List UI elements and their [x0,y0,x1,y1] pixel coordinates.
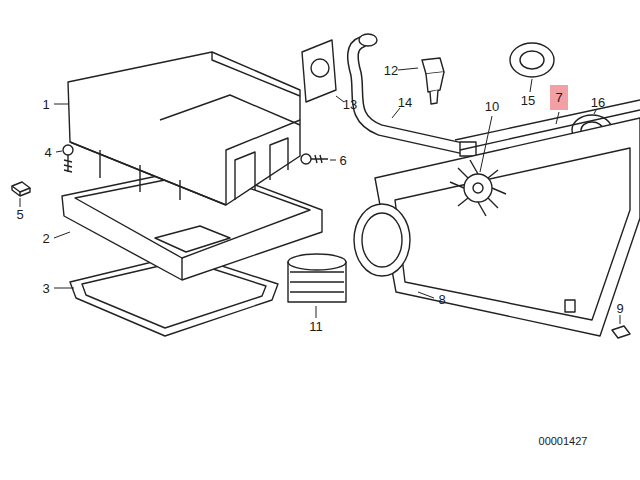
callout-number: 3 [42,282,49,295]
callout-number: 7 [550,91,568,104]
callout-number: 4 [44,146,51,159]
callout-number: 11 [309,320,323,333]
callout-number: 2 [42,232,49,245]
highlight-box: 7 [550,85,568,110]
drawing-number: 00001427 [539,436,588,447]
callout-number: 10 [485,100,499,113]
callout-number: 14 [398,96,412,109]
callout-number: 16 [591,96,605,109]
callout-number: 1 [42,98,49,111]
callout-number: 13 [343,98,357,111]
callout-number: 8 [438,293,445,306]
callout-number: 6 [339,154,346,167]
callout-number: 9 [616,302,623,315]
callout-number: 12 [384,64,398,77]
callout-number: 15 [521,94,535,107]
callout-number: 5 [16,208,23,221]
